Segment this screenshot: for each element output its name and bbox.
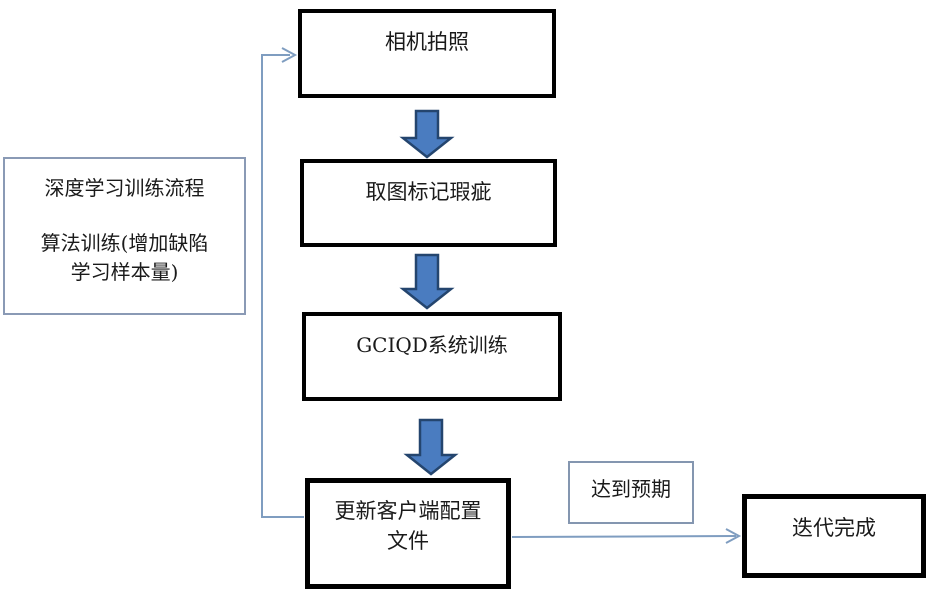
edge-label-expectation-text: 达到预期	[591, 477, 671, 501]
process-note-box: 深度学习训练流程 算法训练(增加缺陷 学习样本量)	[3, 157, 246, 315]
note-line-3: 学习样本量)	[70, 260, 179, 284]
down-block-arrow-icon-3	[403, 418, 459, 476]
node-mark-defects-label: 取图标记瑕疵	[365, 180, 492, 204]
node-camera-capture-label: 相机拍照	[385, 30, 469, 54]
done-connector-line	[511, 535, 737, 538]
node-update-config-label-line1: 更新客户端配置	[334, 499, 482, 523]
feedback-connector-line	[261, 54, 304, 518]
note-gap	[5, 203, 244, 229]
node-system-training: GCIQD系统训练	[302, 312, 562, 401]
note-line-1: 深度学习训练流程	[44, 176, 205, 200]
node-update-config-label-line2: 文件	[387, 529, 429, 554]
edge-label-expectation: 达到预期	[568, 461, 694, 524]
done-arrowhead-icon	[725, 528, 742, 544]
down-block-arrow-icon-2	[399, 253, 455, 310]
node-system-training-label: GCIQD系统训练	[356, 333, 508, 357]
node-mark-defects: 取图标记瑕疵	[300, 159, 557, 247]
node-iteration-done-label: 迭代完成	[792, 516, 876, 540]
feedback-arrowhead-icon	[281, 47, 298, 63]
node-iteration-done: 迭代完成	[742, 494, 926, 578]
node-camera-capture: 相机拍照	[298, 9, 556, 98]
note-line-2: 算法训练(增加缺陷	[40, 231, 209, 255]
down-block-arrow-icon-1	[399, 109, 455, 159]
node-update-config: 更新客户端配置 文件	[305, 478, 511, 589]
